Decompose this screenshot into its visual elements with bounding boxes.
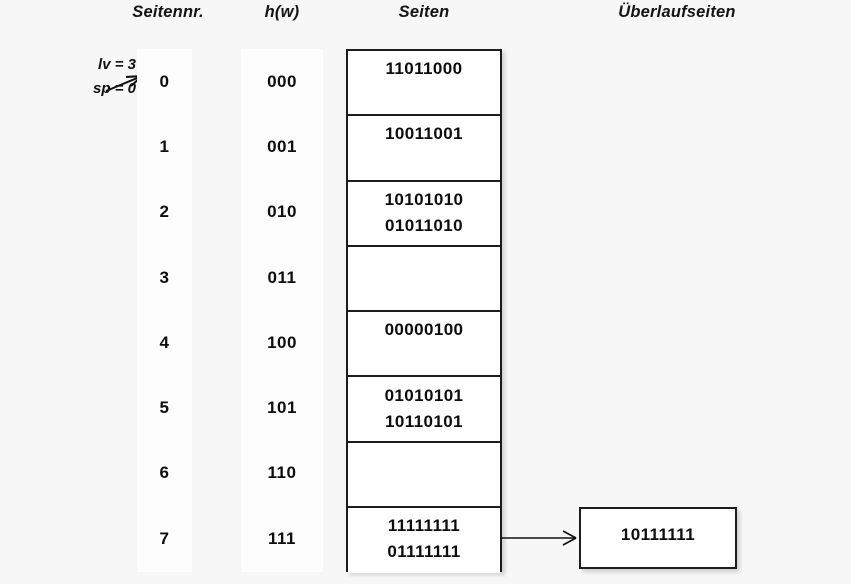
seiten-bucket: 00000100	[348, 312, 500, 378]
seiten-entry: 10110101	[385, 411, 463, 431]
seitennr-cell: 2	[159, 202, 170, 222]
hw-cell: 111	[268, 528, 296, 548]
seitennr-cell: 1	[159, 136, 170, 156]
seitennr-cell: 3	[159, 267, 170, 287]
column-header-seitennr: Seitennr.	[132, 3, 204, 21]
column-header-hw: h(w)	[264, 3, 300, 21]
param-lv: lv = 3	[98, 56, 136, 73]
column-header-ueberlaufseiten: Überlaufseiten	[618, 3, 736, 21]
seitennr-cell: 4	[159, 332, 170, 352]
seitennr-cell: 7	[159, 528, 170, 548]
hw-cell: 110	[267, 463, 297, 483]
seiten-bucket: 10101010 01011010	[348, 181, 500, 247]
seiten-bucket: 10011001	[348, 116, 500, 182]
seiten-entry: 01111111	[387, 542, 461, 562]
seiten-table: 11011000 10011001 10101010 01011010 0000…	[346, 49, 502, 574]
hw-cell: 101	[267, 398, 297, 418]
hw-cell: 000	[267, 71, 297, 91]
seiten-bucket: 11011000	[348, 51, 500, 117]
seitennr-cell: 0	[159, 71, 170, 91]
seiten-bucket: 11111111 01111111	[348, 508, 500, 574]
seiten-entry: 00000100	[384, 320, 464, 340]
seiten-entry: 01010101	[384, 385, 464, 405]
seitennr-cell: 6	[159, 463, 170, 483]
seiten-bucket	[348, 246, 500, 313]
seiten-entry: 10101010	[384, 189, 464, 209]
hw-cell: 001	[267, 136, 297, 156]
column-header-seiten: Seiten	[398, 3, 450, 21]
seiten-entry: 01011010	[385, 215, 463, 235]
seiten-entry: 10011001	[385, 124, 463, 144]
seiten-bucket: 01010101 10110101	[348, 377, 500, 443]
overflow-entry: 10111111	[620, 525, 696, 544]
hw-cell: 011	[267, 267, 297, 287]
seiten-entry: 11011000	[385, 59, 463, 78]
seiten-entry: 11111111	[387, 516, 461, 536]
seitennr-cell: 5	[159, 398, 170, 418]
hw-cell: 100	[267, 332, 297, 352]
column-band-seitennr	[137, 49, 192, 572]
overflow-page-box: 10111111	[579, 507, 737, 569]
seiten-bucket	[348, 442, 500, 509]
column-band-hw	[241, 49, 323, 572]
hw-cell: 010	[267, 202, 297, 222]
overflow-link-arrow-icon	[500, 530, 577, 546]
